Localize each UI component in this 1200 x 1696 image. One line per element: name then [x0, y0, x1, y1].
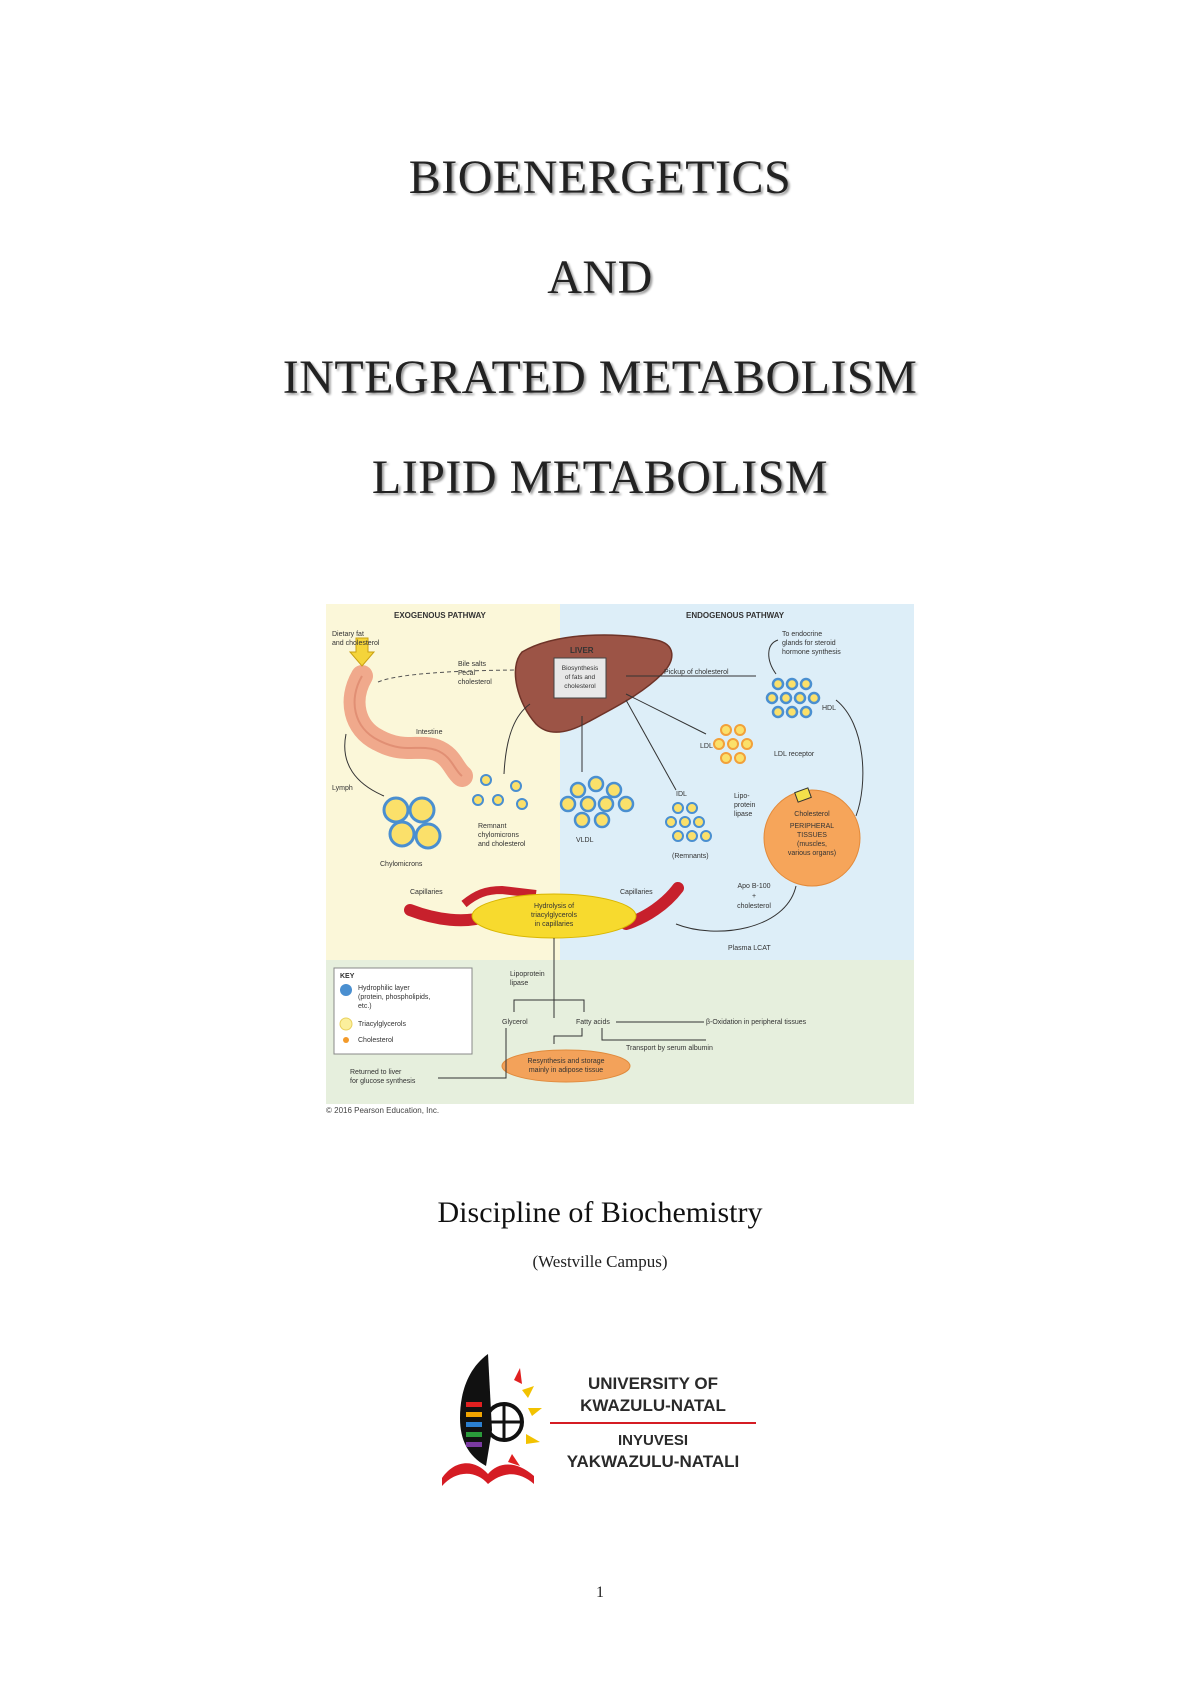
lcat-arrow: [675, 885, 797, 932]
ldl-receptor-icon: [794, 787, 812, 803]
endocrine-arrow: [768, 639, 779, 675]
capillaries-left-label: Capillaries: [410, 889, 443, 896]
logo-line-2: KWAZULU-NATAL: [580, 1396, 726, 1415]
logo-divider: [550, 1422, 756, 1424]
title-line-4: LIPID METABOLISM: [371, 451, 829, 504]
ldl-label: LDL: [700, 743, 713, 750]
plasma-lcat-label: Plasma LCAT: [728, 945, 771, 952]
transport-label: Transport by serum albumin: [626, 1045, 713, 1052]
chylomicrons-label: Chylomicrons: [380, 861, 423, 868]
triacyl-key-icon: [339, 1017, 353, 1031]
key-triacyl-label: Triacylglycerols: [358, 1021, 406, 1028]
glycerol-branch: [513, 999, 554, 1012]
intestine-outline: [353, 675, 463, 777]
chylomicron-particles: [382, 796, 442, 850]
logo-line-4: YAKWAZULU-NATALI: [566, 1452, 740, 1471]
logo-line-3: INYUVESI: [617, 1432, 689, 1449]
resynthesis-arrow: [553, 1028, 583, 1044]
capillary-mid-left: [461, 885, 537, 908]
returned-arrow: [438, 1028, 507, 1079]
idl-label: IDL: [676, 791, 687, 798]
liver-label: LIVER: [570, 646, 594, 655]
oxidation-label: β-Oxidation in peripheral tissues: [706, 1019, 807, 1026]
fatty-acids-label: Fatty acids: [576, 1019, 610, 1026]
ldl-particles: [713, 724, 753, 764]
hdl-particles: [765, 677, 821, 719]
fatty-acid-branch: [554, 999, 585, 1012]
glycerol-label: Glycerol: [502, 1019, 528, 1026]
key-box: [333, 967, 473, 1055]
capillaries-right-label: Capillaries: [620, 889, 653, 896]
title-line-1: BIOENERGETICS: [408, 151, 792, 204]
remnant-particles: [472, 774, 528, 810]
pathway-diagram: EXOGENOUS PATHWAY ENDOGENOUS PATHWAY Die…: [326, 604, 914, 1104]
title-line-3: INTEGRATED METABOLISM: [282, 351, 918, 404]
transport-line: [601, 1028, 706, 1041]
remnants-label: (Remnants): [672, 853, 709, 860]
resynthesis-ellipse: [501, 1049, 631, 1083]
lymph-arrow: [344, 733, 385, 797]
ldl-to-liver-arrow: [625, 693, 707, 735]
peripheral-to-hdl-arrow: [835, 699, 864, 817]
logo-shield-left: [460, 1354, 492, 1466]
key-hydrophilic-label: Hydrophilic layer(protein, phospholipids…: [358, 985, 430, 1010]
peripheral-tissues-circle: [763, 789, 861, 887]
intestine-label: Intestine: [416, 729, 443, 736]
key-title: KEY: [340, 973, 355, 980]
arrow-down-icon: [348, 637, 376, 667]
ldl-receptor-label: LDL receptor: [774, 751, 815, 758]
remnant-to-liver-arrow: [503, 703, 531, 775]
figure-credit: © 2016 Pearson Education, Inc.: [326, 1106, 440, 1115]
page-number: 1: [596, 1584, 604, 1601]
idl-to-liver-arrow: [625, 699, 677, 791]
university-logo: UNIVERSITY OF KWAZULU-NATAL INYUVESI YAK…: [436, 1350, 756, 1490]
cholesterol-key-icon: [343, 1037, 349, 1043]
hdl-label: HDL: [822, 705, 836, 712]
title-line-2: AND: [547, 251, 653, 304]
discipline-title: Discipline of Biochemistry: [437, 1196, 763, 1229]
apo-label: Apo B-100+cholesterol: [737, 883, 771, 910]
campus-subtitle: (Westville Campus): [532, 1252, 668, 1271]
hydrophilic-key-icon: [340, 984, 352, 996]
endogenous-header: ENDOGENOUS PATHWAY: [686, 611, 785, 620]
biosynthesis-box: [553, 657, 607, 699]
bile-dashed-arrow: [377, 669, 527, 683]
exogenous-header: EXOGENOUS PATHWAY: [394, 611, 487, 620]
logo-line-1: UNIVERSITY OF: [587, 1374, 719, 1393]
pickup-label: Pickup of cholesterol: [664, 669, 729, 676]
lipoprotein-pathway-figure: EXOGENOUS PATHWAY ENDOGENOUS PATHWAY Die…: [326, 604, 914, 1104]
vldl-particles: [559, 775, 635, 829]
idl-particles: [665, 802, 712, 842]
logo-emblem-icon: [442, 1354, 542, 1486]
lymph-label: Lymph: [332, 785, 353, 792]
logo-book-shape: [442, 1463, 534, 1486]
key-cholesterol-label: Cholesterol: [358, 1037, 394, 1044]
vldl-label: VLDL: [576, 837, 594, 844]
